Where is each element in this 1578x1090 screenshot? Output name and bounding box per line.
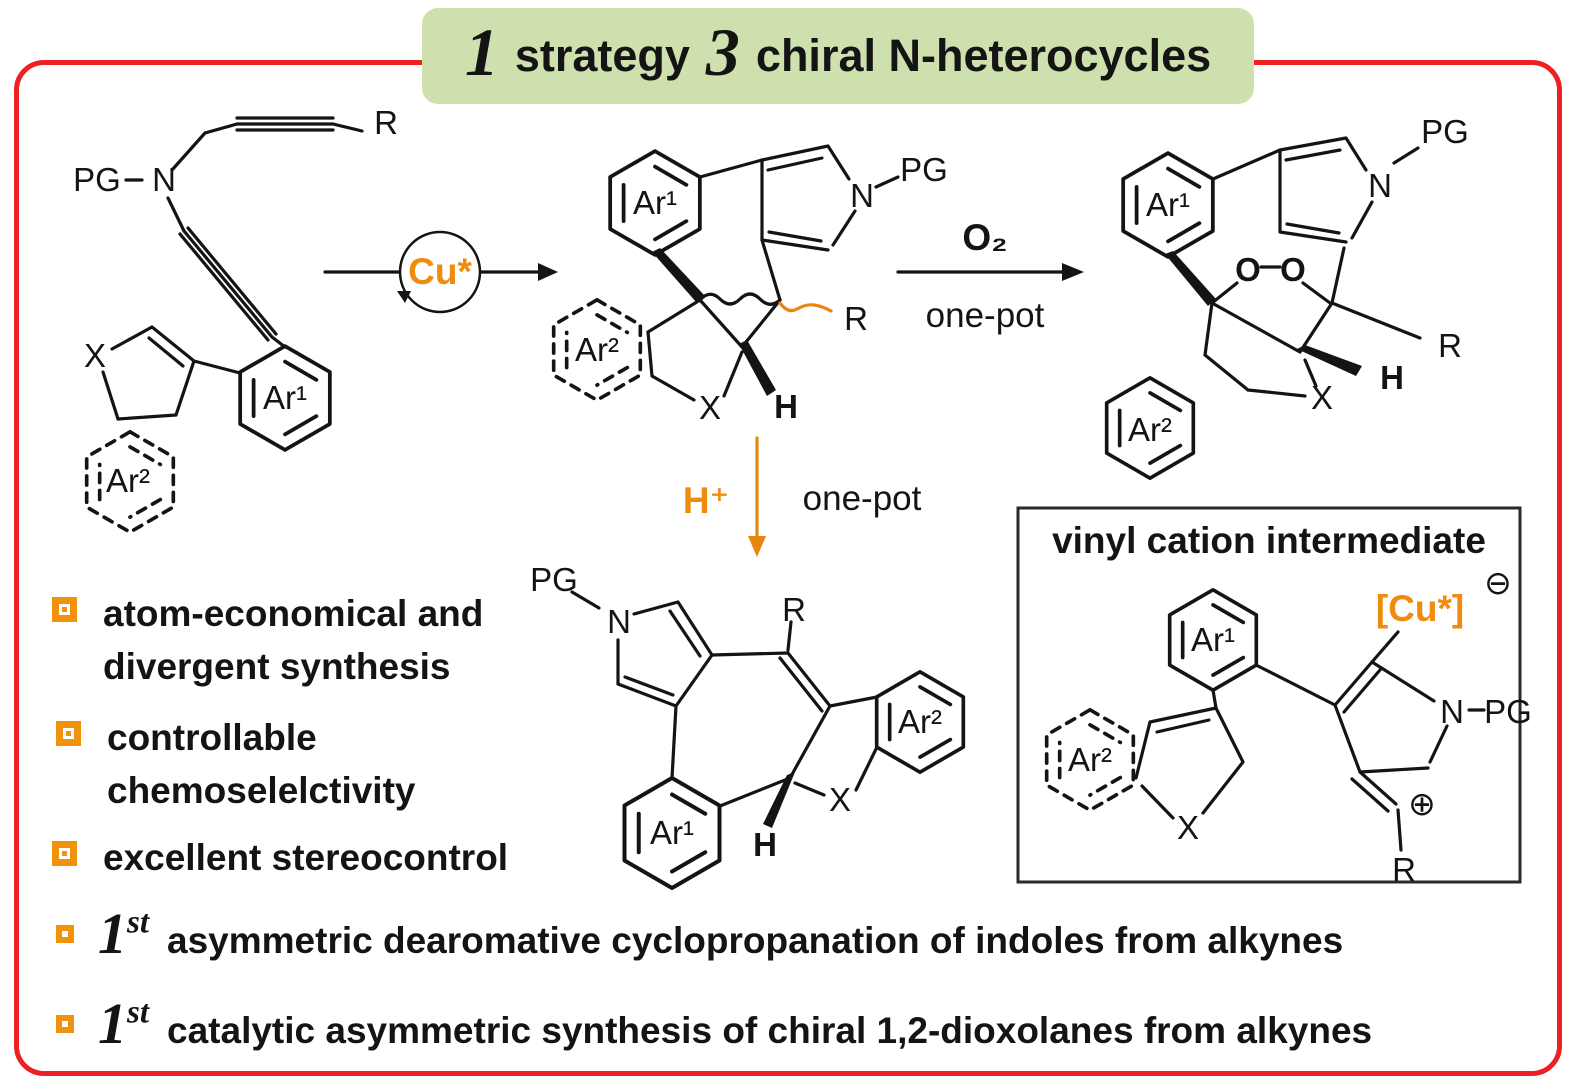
minus-charge-icon: ⊖ [1484,564,1512,601]
arrow-head [748,536,766,557]
bullet-square-icon [56,925,74,943]
bullet-square-icon [52,597,77,622]
cycle-arrow-head [397,291,411,303]
right-pg-label: PG [1421,113,1469,150]
arrow-protonation: H⁺ one-pot [683,436,922,557]
arrow-head [1062,263,1084,281]
mid-h-label: H [774,388,798,425]
bullet-stereocontrol: excellent stereocontrol [52,832,508,885]
substrate-pg-label: PG [73,161,121,198]
structure-cyclopropane-product: Ar¹ Ar² N PG R X H [551,144,948,426]
highlight-dioxolanes: 1st catalytic asymmetric synthesis of ch… [56,995,1372,1053]
right-ar2-label: Ar² [1128,411,1172,448]
bond-lines [646,144,900,402]
substrate-r-label: R [374,104,398,141]
right-o1-label: O [1235,251,1261,288]
inset-cu-label: [Cu*] [1376,588,1464,629]
bottom-x-label: X [829,781,851,818]
substrate-x-label: X [84,337,106,374]
bond-lines [1203,136,1422,398]
inset-ar2-label: Ar² [1068,741,1112,778]
bond-lines [101,116,364,421]
vinyl-cation-inset: vinyl cation intermediate [Cu*] ⊖ Ar¹ N … [1016,506,1532,888]
bullet-line: atom-economical and [103,593,484,634]
banner-number-1: 1 [464,14,499,90]
wavy-bond-orange [778,301,833,313]
right-x-label: X [1311,379,1333,416]
highlight-number: 1st [98,995,149,1053]
substrate-ar2-label: Ar² [106,462,150,499]
banner-word-heterocycles: chiral N-heterocycles [755,30,1212,81]
highlight-text: asymmetric dearomative cyclopropanation … [167,920,1344,961]
inset-pg-label: PG [1484,693,1532,730]
right-o2-label: O [1280,251,1306,288]
bottom-n-label: N [607,603,631,640]
structure-azepine-product: PG N R Ar² Ar¹ H X [530,561,966,890]
bottom-ar1-label: Ar¹ [650,814,694,851]
bullet-square-icon [56,721,81,746]
wedge-bond [652,248,705,303]
wedge-bond-h [1297,345,1362,376]
structure-dioxolane-product: PG N Ar¹ O O R H X Ar² [1104,113,1469,480]
wedge-bond [1165,251,1216,306]
highlight-number-ordinal: st [127,994,150,1031]
arrow-head [538,263,558,281]
mid-ar2-label: Ar² [575,331,619,368]
mid-ar1-label: Ar¹ [633,184,677,221]
bullet-square-icon [56,1015,74,1033]
substrate-ar1-label: Ar¹ [263,379,307,416]
arrow-cu-catalysis: Cu* [323,230,558,314]
plus-charge-icon: ⊕ [1408,785,1436,822]
highlight-cyclopropanation: 1st asymmetric dearomative cyclopropanat… [56,905,1343,963]
bond-lines [1134,630,1486,852]
banner-word-strategy: strategy [514,30,690,81]
protonation-reagent-label: H⁺ [683,480,729,521]
bottom-ar2-label: Ar² [898,703,942,740]
bullet-line: controllable [107,717,317,758]
highlight-number-ordinal: st [127,904,150,941]
bullet-square-icon [52,841,77,866]
substrate-n-label: N [152,161,176,198]
wedge-bond-h [763,772,795,828]
bullet-atom-economical: atom-economical and divergent synthesis [52,588,483,693]
inset-n-label: N [1440,693,1464,730]
mid-pg-label: PG [900,151,948,188]
oxidation-note-label: one-pot [926,296,1045,335]
structure-substrate: PG N R X Ar¹ Ar² [73,104,398,534]
protonation-note-label: one-pot [803,479,922,518]
bullet-line: excellent stereocontrol [103,837,509,878]
catalytic-cycle-circle [398,230,482,314]
banner-number-3: 3 [705,14,740,90]
bottom-h-label: H [753,826,777,863]
arrow-oxidation: O₂ one-pot [896,217,1084,335]
bullet-chemoselectivity: controllable chemoselelctivity [56,712,415,817]
highlight-number-digit: 1 [98,991,127,1056]
mid-r-label: R [844,300,868,337]
mid-n-label: N [850,177,874,214]
inset-box [1016,506,1522,884]
title-banner: 1 strategy 3 chiral N-heterocycles [422,8,1254,104]
inset-ar1-label: Ar¹ [1191,621,1235,658]
right-n-label: N [1368,167,1392,204]
highlight-text: catalytic asymmetric synthesis of chiral… [167,1010,1373,1051]
right-ar1-label: Ar¹ [1146,186,1190,223]
wedge-bond-h [739,340,776,396]
right-h-label: H [1380,359,1404,396]
bullet-line: divergent synthesis [103,645,451,687]
inset-title: vinyl cation intermediate [1052,520,1486,561]
inset-x-label: X [1177,809,1199,846]
bond-lines [570,590,879,808]
highlight-number: 1st [98,905,149,963]
bottom-r-label: R [782,591,806,628]
bottom-pg-label: PG [530,561,578,598]
highlight-number-digit: 1 [98,901,127,966]
right-r-label: R [1438,327,1462,364]
oxidation-reagent-label: O₂ [962,217,1007,258]
inset-r-label: R [1392,851,1416,888]
wavy-bond [698,292,782,306]
mid-x-label: X [699,389,721,426]
bullet-line: chemoselelctivity [107,769,416,811]
catalyst-label: Cu* [408,251,472,292]
